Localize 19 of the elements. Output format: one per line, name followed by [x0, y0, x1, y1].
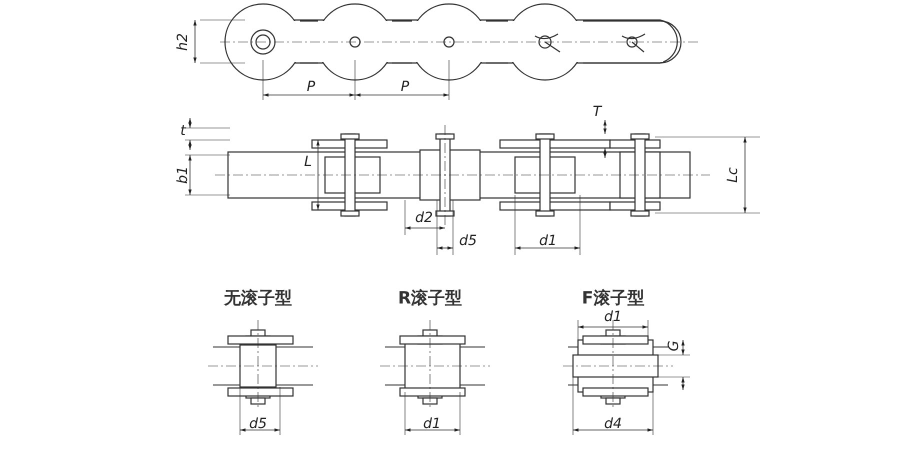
dimension-label: Lc — [726, 167, 740, 183]
dimension-label: b1 — [176, 166, 190, 184]
view-title: 无滚子型 — [224, 290, 292, 308]
dimension-label: G — [667, 340, 681, 352]
view-title: F滚子型 — [582, 290, 644, 308]
dimension-label: T — [592, 105, 602, 119]
dimension-label: P — [400, 80, 410, 94]
dimension-label: t — [180, 124, 186, 138]
dimension-label: d1 — [423, 417, 441, 431]
dimension-label: d4 — [604, 417, 622, 431]
dimension-label: P — [306, 80, 316, 94]
dimension-label: h2 — [176, 33, 190, 51]
dimension-label: d1 — [539, 234, 557, 248]
dimension-label: L — [304, 155, 312, 169]
dimension-label: d5 — [249, 417, 267, 431]
dimension-label: d5 — [459, 234, 477, 248]
dimension-label: d1 — [604, 310, 622, 324]
dimension-label: d2 — [415, 211, 433, 225]
view-title: R滚子型 — [398, 290, 462, 308]
